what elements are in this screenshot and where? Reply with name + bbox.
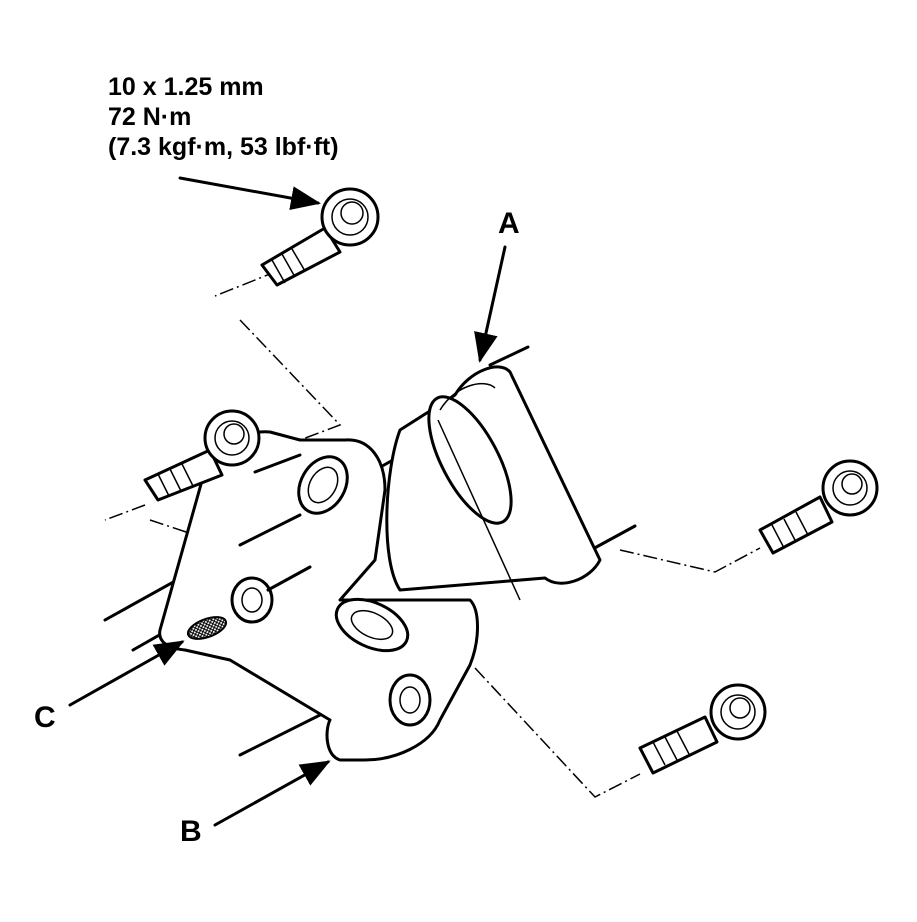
callout-b: B (180, 815, 202, 848)
callout-a: A (498, 207, 520, 240)
arrow-a (474, 245, 507, 363)
torque-spec-line3: (7.3 kgf·m, 53 lbf·ft) (108, 133, 339, 161)
torque-spec-line1: 10 x 1.25 mm (108, 73, 264, 101)
bolt-upper (260, 187, 380, 287)
leader-arrows (68, 176, 507, 827)
mesh-patch-c (186, 616, 228, 640)
torque-spec-line2: 72 N·m (108, 103, 192, 131)
bolt-lower (638, 683, 767, 775)
bolt-left (143, 409, 261, 502)
bolt-right (758, 459, 879, 555)
arrow-c (68, 640, 185, 707)
arrow-b (213, 760, 331, 827)
callout-c: C (34, 701, 56, 734)
bracket-b (158, 430, 479, 762)
spec-arrow (178, 176, 321, 210)
torque-spec: 10 x 1.25 mm 72 N·m (7.3 kgf·m, 53 lbf·f… (108, 72, 339, 162)
